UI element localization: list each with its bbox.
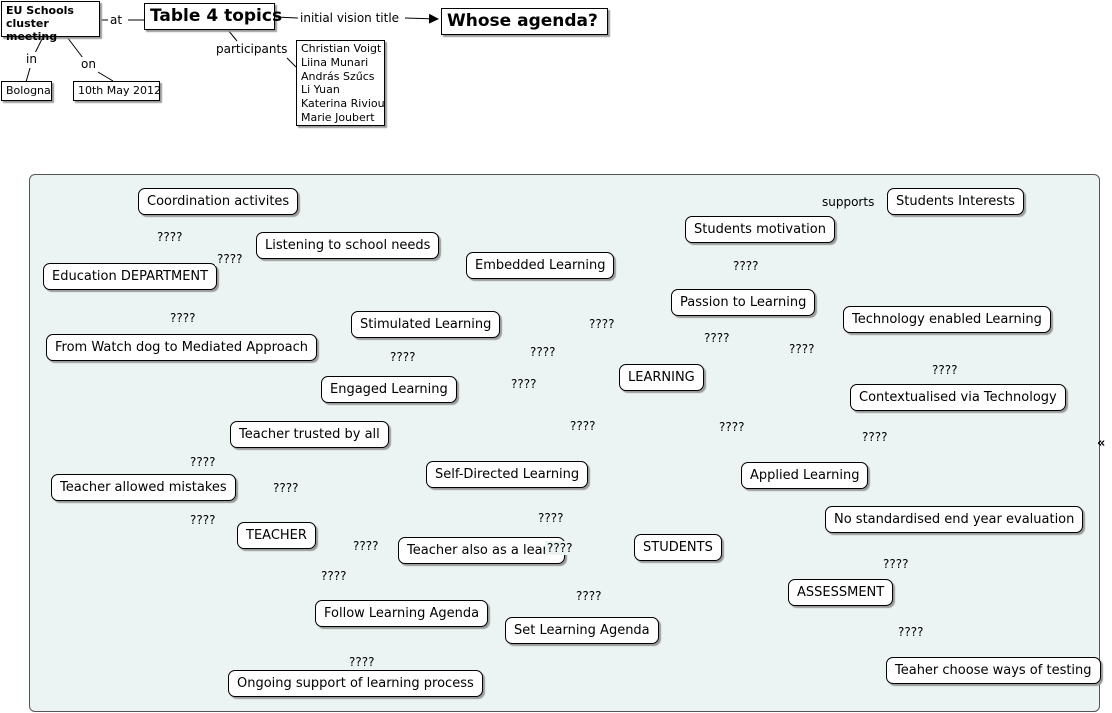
node-applied-learning[interactable]: Applied Learning (741, 462, 869, 489)
link-label: ???? (896, 625, 926, 639)
link-label: ???? (574, 589, 604, 603)
topic-node[interactable]: Table 4 topics (144, 3, 282, 30)
link-label: ???? (860, 430, 890, 444)
vision-node[interactable]: Whose agenda? (441, 8, 608, 35)
link-label: ???? (787, 342, 817, 356)
participant-item: Liina Munari (301, 55, 369, 69)
meeting-label: EU Schools cluster meeting (6, 4, 74, 43)
node-assessment[interactable]: ASSESSMENT (788, 579, 894, 606)
link-in-label: in (24, 52, 39, 66)
link-label: ???? (587, 317, 617, 331)
link-label: ???? (881, 557, 911, 571)
link-at-label: at (108, 13, 125, 27)
node-passion-to-learning[interactable]: Passion to Learning (671, 289, 816, 316)
link-label: ???? (188, 455, 218, 469)
node-ongoing-support[interactable]: Ongoing support of learning process (228, 670, 483, 697)
node-embedded-learning[interactable]: Embedded Learning (466, 252, 615, 279)
link-label: ???? (545, 541, 575, 555)
link-label: ???? (271, 481, 301, 495)
participant-item: Marie Joubert (301, 110, 375, 124)
node-stimulated-learning[interactable]: Stimulated Learning (351, 311, 501, 338)
link-label: ???? (319, 569, 349, 583)
node-students-motivation[interactable]: Students motivation (685, 216, 835, 243)
link-label: ???? (509, 377, 539, 391)
link-on-label: on (79, 57, 98, 71)
node-engaged-learning[interactable]: Engaged Learning (321, 376, 457, 403)
link-label: ???? (568, 419, 598, 433)
link-label: ???? (528, 345, 558, 359)
node-self-directed[interactable]: Self-Directed Learning (426, 461, 589, 488)
node-teacher-mistakes[interactable]: Teacher allowed mistakes (51, 474, 236, 501)
node-follow-agenda[interactable]: Follow Learning Agenda (315, 600, 489, 627)
link-vision-label: initial vision title (298, 11, 402, 25)
node-students-interests[interactable]: Students Interests (887, 188, 1024, 215)
link-participants-label: participants (214, 42, 290, 56)
participant-item: Katerina Riviou (301, 97, 385, 111)
node-set-agenda[interactable]: Set Learning Agenda (505, 617, 659, 644)
node-listening[interactable]: Listening to school needs (256, 232, 440, 259)
link-label: ???? (188, 513, 218, 527)
node-students[interactable]: STUDENTS (634, 534, 722, 561)
node-technology-enabled[interactable]: Technology enabled Learning (843, 306, 1051, 333)
participant-item: András Szűcs (301, 69, 375, 83)
node-no-standardised[interactable]: No standardised end year evaluation (825, 506, 1084, 533)
city-node[interactable]: Bologna (1, 81, 52, 101)
participant-item: Christian Voigt (301, 42, 382, 55)
node-education-department[interactable]: Education DEPARTMENT (43, 263, 218, 290)
link-label: ???? (347, 655, 377, 669)
node-teacher[interactable]: TEACHER (237, 522, 316, 549)
node-contextualised[interactable]: Contextualised via Technology (850, 384, 1066, 411)
node-learning[interactable]: LEARNING (619, 364, 704, 391)
meeting-node[interactable]: EU Schools cluster meeting (1, 1, 100, 43)
node-watchdog[interactable]: From Watch dog to Mediated Approach (46, 334, 318, 361)
node-coordination[interactable]: Coordination activites (138, 188, 299, 215)
participant-item: Li Yuan (301, 83, 340, 97)
date-node[interactable]: 10th May 2012 (73, 81, 161, 101)
link-label-supports: supports (820, 195, 877, 209)
node-teacher-testing[interactable]: Teaher choose ways of testing (886, 657, 1101, 684)
link-label: ???? (536, 511, 566, 525)
link-label: ???? (731, 259, 761, 273)
link-label: ???? (155, 230, 185, 244)
link-label: ???? (215, 252, 245, 266)
collapse-panel-icon[interactable]: « (1097, 436, 1106, 451)
link-label: ???? (168, 311, 198, 325)
node-teacher-trusted[interactable]: Teacher trusted by all (230, 421, 389, 448)
link-label: ???? (388, 350, 418, 364)
node-teacher-also-learner[interactable]: Teacher also as a learn (398, 537, 565, 564)
participants-node[interactable]: Christian Voigt Liina Munari András Szűc… (296, 40, 385, 126)
link-label: ???? (930, 363, 960, 377)
link-label: ???? (351, 539, 381, 553)
link-label: ???? (702, 331, 732, 345)
link-label: ???? (717, 420, 747, 434)
